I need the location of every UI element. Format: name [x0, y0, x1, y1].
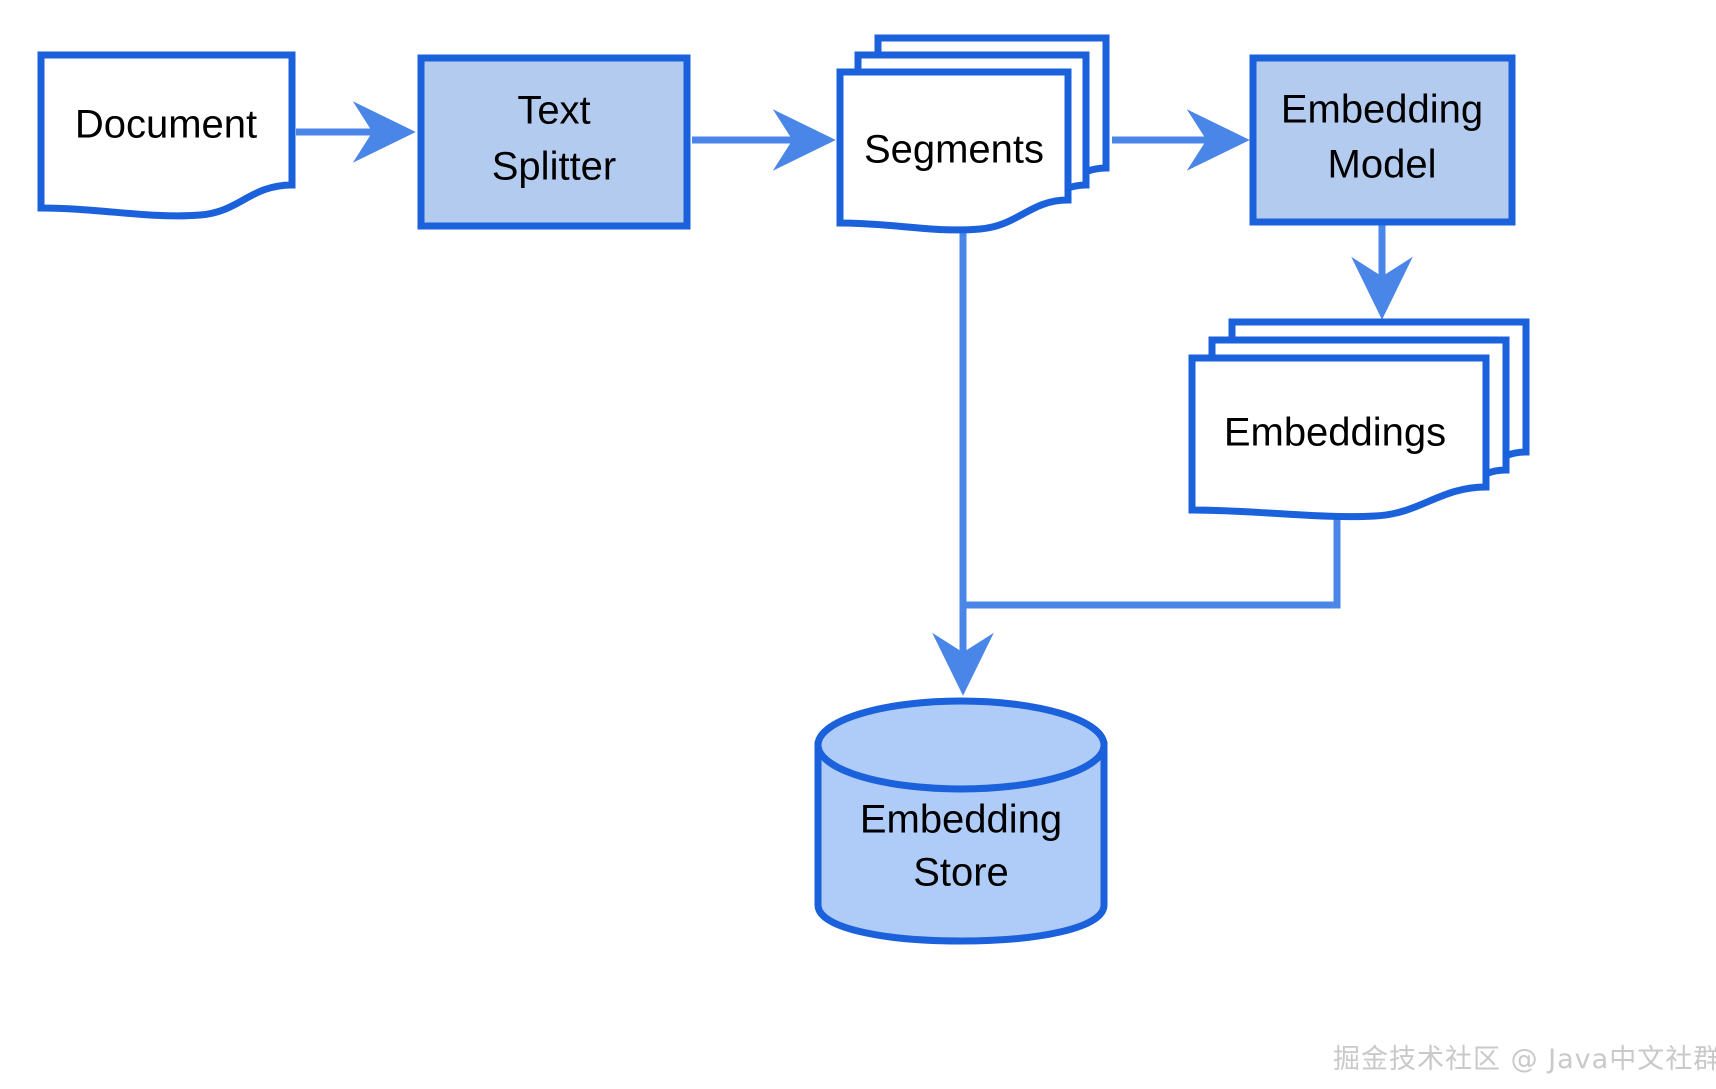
edge-embeddings-to-store [965, 515, 1341, 609]
document-shape [37, 51, 296, 220]
segments-doc-front [836, 68, 1072, 234]
watermark-label: 掘金技术社区 @ Java中文社群 [1333, 1044, 1716, 1075]
node-embedding-store[interactable]: Embedding Store [814, 697, 1108, 945]
text-splitter-shape [417, 54, 691, 230]
node-document[interactable]: Document [37, 51, 296, 220]
segments-label: Segments [864, 128, 1044, 172]
embeddings-doc-front [1188, 354, 1490, 521]
embedding-store-body [814, 741, 1108, 945]
node-segments[interactable]: Segments [836, 34, 1110, 234]
embedding-store-label-line1: Embedding [860, 798, 1062, 842]
embedding-store-top [814, 697, 1108, 793]
embeddings-label: Embeddings [1224, 411, 1446, 455]
connector-layer [296, 101, 1413, 696]
document-label: Document [75, 103, 257, 147]
text-splitter-label-line1: Text [517, 89, 590, 133]
node-text-splitter[interactable]: Text Splitter [417, 54, 691, 230]
node-embeddings[interactable]: Embeddings [1188, 318, 1530, 521]
embedding-model-shape [1249, 54, 1516, 226]
node-embedding-model[interactable]: Embedding Model [1249, 54, 1516, 226]
embedding-model-label-line2: Model [1328, 143, 1437, 187]
embedding-model-label-line1: Embedding [1281, 88, 1483, 132]
text-splitter-label-line2: Splitter [492, 145, 617, 189]
embedding-store-label-line2: Store [913, 851, 1009, 895]
